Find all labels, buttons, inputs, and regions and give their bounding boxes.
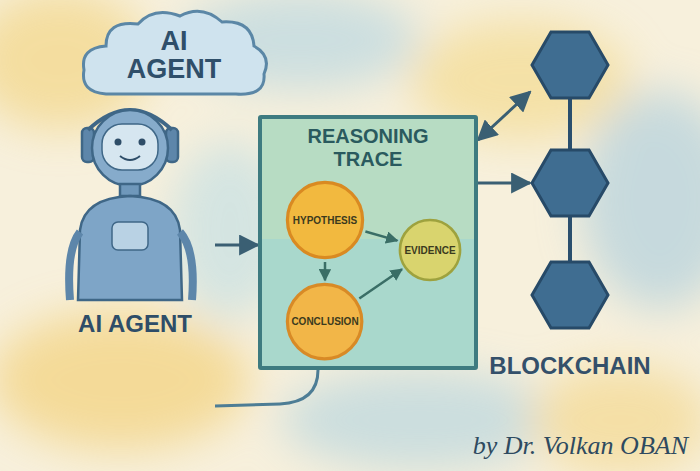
block-hexagon — [532, 32, 608, 98]
blockchain-illustration — [530, 25, 610, 380]
reasoning-step: CONCLUSION — [285, 282, 364, 361]
blockchain-column: BLOCKCHAIN — [530, 25, 610, 380]
title-cloud: AI AGENT — [76, 6, 272, 104]
reasoning-step: HYPOTHESIS — [285, 180, 365, 260]
agent-figure: AI AGENT — [55, 95, 215, 338]
node-label: AI AGENT — [119, 27, 229, 84]
block-hexagon — [532, 150, 608, 216]
connector-arrow — [365, 232, 397, 241]
connector-arrow — [359, 269, 402, 298]
block-hexagon — [532, 262, 608, 328]
signature: by Dr. Volkan OBAN — [473, 431, 688, 461]
node-label: BLOCKCHAIN — [489, 352, 650, 380]
step-label: CONCLUSION — [291, 316, 358, 327]
trace-box: REASONING TRACE HYPOTHESIS EVIDENCE CONCLUS… — [258, 115, 478, 370]
trace-box-wash — [262, 119, 474, 239]
connector-arrow — [324, 262, 327, 280]
step-label: EVIDENCE — [404, 245, 455, 256]
trailing-curve — [215, 370, 318, 406]
reasoning-step: EVIDENCE — [398, 218, 462, 282]
trace-box-fill — [260, 117, 476, 368]
node-label: REASONING TRACE — [282, 125, 454, 171]
connector-arrow — [478, 182, 530, 185]
step-label: HYPOTHESIS — [293, 215, 357, 226]
connector-arrow — [478, 92, 530, 140]
connector-arrow — [215, 244, 258, 247]
node-label: AI AGENT — [78, 310, 192, 338]
robot-figure — [69, 110, 193, 300]
